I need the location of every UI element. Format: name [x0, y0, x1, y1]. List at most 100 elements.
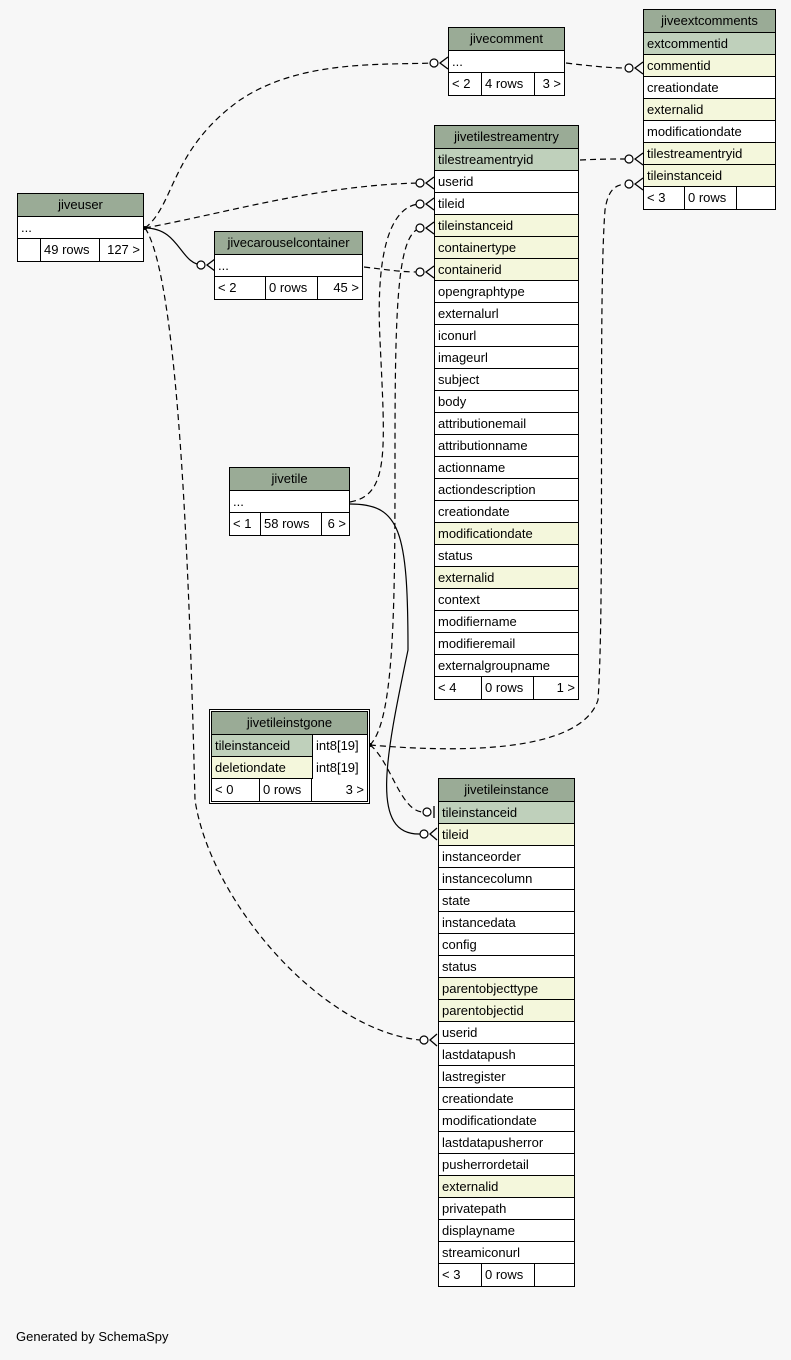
table-row: ... [449, 51, 564, 73]
table-row: opengraphtype [435, 281, 578, 303]
table-row: config [439, 934, 574, 956]
table-meta: < 2 4 rows 3 > [449, 73, 564, 95]
table-row: creationdate [439, 1088, 574, 1110]
table-row: status [435, 545, 578, 567]
meta-rows: 0 rows [259, 779, 311, 801]
table-row: modificationdate [439, 1110, 574, 1132]
table-row: userid [439, 1022, 574, 1044]
table-jivetileinstance[interactable]: jivetileinstance tileinstanceid tileid i… [438, 778, 575, 1287]
table-header: jivetilestreamentry [435, 126, 578, 149]
table-meta: < 2 0 rows 45 > [215, 277, 362, 299]
table-jivecarouselcontainer[interactable]: jivecarouselcontainer ... < 2 0 rows 45 … [214, 231, 363, 300]
table-row: state [439, 890, 574, 912]
table-row: subject [435, 369, 578, 391]
table-row: containerid [435, 259, 578, 281]
table-row: tileid [439, 824, 574, 846]
table-row: externalurl [435, 303, 578, 325]
table-jiveuser[interactable]: jiveuser ... 49 rows 127 > [17, 193, 144, 262]
table-row: extcommentid [644, 33, 775, 55]
link-jiveuser-jivecomment [144, 62, 435, 229]
table-header: jivetile [230, 468, 349, 491]
table-row: instanceorder [439, 846, 574, 868]
table-row: externalid [439, 1176, 574, 1198]
table-row: tileid [435, 193, 578, 215]
meta-rows: 49 rows [40, 239, 99, 261]
table-row: externalid [644, 99, 775, 121]
meta-children: 127 > [99, 239, 143, 261]
meta-rows: 0 rows [684, 187, 736, 209]
table-row: tilestreamentryid [435, 149, 578, 171]
table-row: ... [215, 255, 362, 277]
table-row: privatepath [439, 1198, 574, 1220]
meta-parents: < 2 [218, 280, 237, 295]
meta-children: 6 > [321, 513, 349, 535]
table-row: parentobjectid [439, 1000, 574, 1022]
table-row: parentobjecttype [439, 978, 574, 1000]
column-type: int8[19] [312, 735, 367, 757]
table-row: modifiername [435, 611, 578, 633]
meta-children [534, 1264, 574, 1286]
meta-parents: < 4 [438, 680, 457, 695]
column-type: int8[19] [312, 757, 367, 779]
meta-rows: 58 rows [260, 513, 321, 535]
link-comment-extcomments [565, 62, 628, 69]
table-row: streamiconurl [439, 1242, 574, 1264]
meta-parents: < 3 [647, 190, 666, 205]
table-row: lastregister [439, 1066, 574, 1088]
table-row: containertype [435, 237, 578, 259]
table-row: tileinstanceid int8[19] [212, 735, 367, 757]
table-row: externalgroupname [435, 655, 578, 677]
meta-children: 3 > [311, 779, 367, 801]
meta-rows: 4 rows [481, 73, 534, 95]
table-meta: < 3 0 rows [644, 187, 775, 209]
column-name: deletiondate [215, 760, 286, 775]
meta-parents: < 0 [215, 782, 234, 797]
table-meta: 49 rows 127 > [18, 239, 143, 261]
table-row: commentid [644, 55, 775, 77]
table-header: jivetileinstance [439, 779, 574, 802]
link-tile-streamentry-tileid [349, 203, 421, 503]
column-name: tileinstanceid [215, 738, 291, 753]
table-jivecomment[interactable]: jivecomment ... < 2 4 rows 3 > [448, 27, 565, 96]
table-row: displayname [439, 1220, 574, 1242]
link-tileinstgone-extcomments [369, 183, 629, 750]
table-jivetileinstgone[interactable]: jivetileinstgone tileinstanceid int8[19]… [209, 709, 370, 804]
table-row: deletiondate int8[19] [212, 757, 367, 779]
table-jiveextcomments[interactable]: jiveextcomments extcommentid commentid c… [643, 9, 776, 210]
table-row: creationdate [435, 501, 578, 523]
table-row: modificationdate [644, 121, 775, 143]
table-row: attributionname [435, 435, 578, 457]
link-tileinstgone-tileinstance [369, 744, 423, 813]
table-row: ... [230, 491, 349, 513]
table-row: actiondescription [435, 479, 578, 501]
meta-children [736, 187, 775, 209]
table-meta: < 3 0 rows [439, 1264, 574, 1286]
table-header: jivecarouselcontainer [215, 232, 362, 255]
footer-generated-by: Generated by SchemaSpy [16, 1329, 169, 1344]
table-row: actionname [435, 457, 578, 479]
meta-rows: 0 rows [481, 1264, 534, 1286]
table-row: context [435, 589, 578, 611]
table-header: jivecomment [449, 28, 564, 51]
meta-parents [18, 239, 40, 261]
table-row: tileinstanceid [439, 802, 574, 824]
table-row: creationdate [644, 77, 775, 99]
table-row: imageurl [435, 347, 578, 369]
table-row: instancecolumn [439, 868, 574, 890]
meta-rows: 0 rows [265, 277, 317, 299]
table-jivetilestreamentry[interactable]: jivetilestreamentry tilestreamentryid us… [434, 125, 579, 700]
table-jivetile[interactable]: jivetile ... < 1 58 rows 6 > [229, 467, 350, 536]
table-row: status [439, 956, 574, 978]
table-meta: < 1 58 rows 6 > [230, 513, 349, 535]
table-row: pusherrordetail [439, 1154, 574, 1176]
table-row: tileinstanceid [644, 165, 775, 187]
table-row: attributionemail [435, 413, 578, 435]
table-meta: < 4 0 rows 1 > [435, 677, 578, 699]
table-header: jiveextcomments [644, 10, 775, 33]
table-row: userid [435, 171, 578, 193]
table-row: iconurl [435, 325, 578, 347]
table-row: modificationdate [435, 523, 578, 545]
table-row: tilestreamentryid [644, 143, 775, 165]
link-jiveuser-streamentry-userid [144, 182, 421, 229]
